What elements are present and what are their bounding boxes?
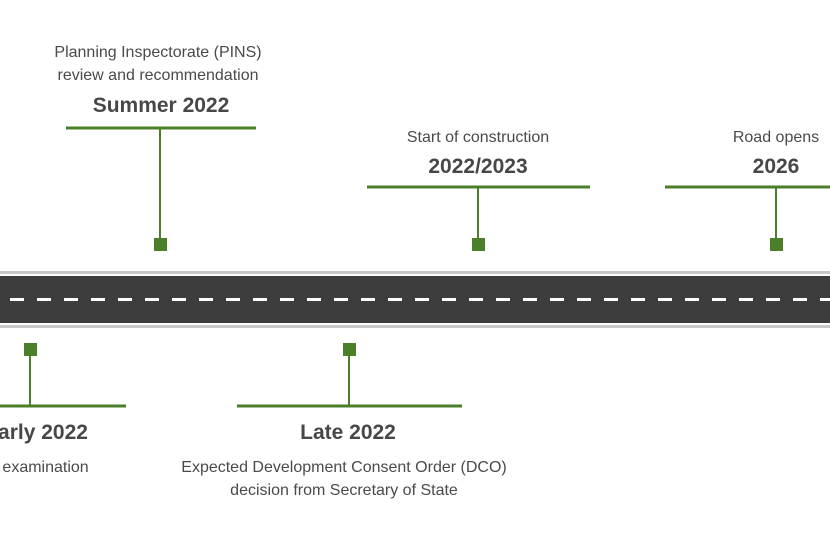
milestone-summer-2022-marker	[66, 126, 256, 251]
description-line: review and recommendation	[57, 67, 259, 84]
milestone-late-2022-date: Late 2022	[300, 421, 396, 444]
description-line: Close of examination	[0, 459, 89, 476]
milestone-2022-2023-marker	[367, 185, 590, 251]
milestone-summer-2022-description: Planning Inspectorate (PINS) review and …	[54, 41, 261, 87]
milestone-2026-description: Road opens	[733, 126, 819, 149]
milestone-late-2022-description: Expected Development Consent Order (DCO)…	[181, 456, 506, 502]
road-edge-top	[0, 271, 830, 274]
milestone-summer-2022-date: Summer 2022	[92, 94, 230, 117]
milestone-2022-2023-description: Start of construction	[407, 126, 549, 149]
description-line: Planning Inspectorate (PINS)	[54, 44, 262, 61]
milestone-late-2022-marker	[237, 343, 462, 408]
description-line: Road opens	[732, 129, 820, 146]
milestone-early-2022-description: Close of examination	[0, 456, 89, 479]
description-line: decision from Secretary of State	[230, 482, 458, 499]
milestone-early-2022-marker	[0, 343, 126, 408]
road-edge-bottom	[0, 325, 830, 328]
description-line: Start of construction	[406, 129, 550, 146]
description-line: Expected Development Consent Order (DCO)	[181, 459, 507, 476]
milestone-2026-marker	[665, 185, 830, 251]
milestone-2026-date: 2026	[752, 155, 800, 178]
milestone-2022-2023-date: 2022/2023	[428, 155, 528, 178]
milestone-early-2022-date: Early 2022	[0, 421, 88, 444]
